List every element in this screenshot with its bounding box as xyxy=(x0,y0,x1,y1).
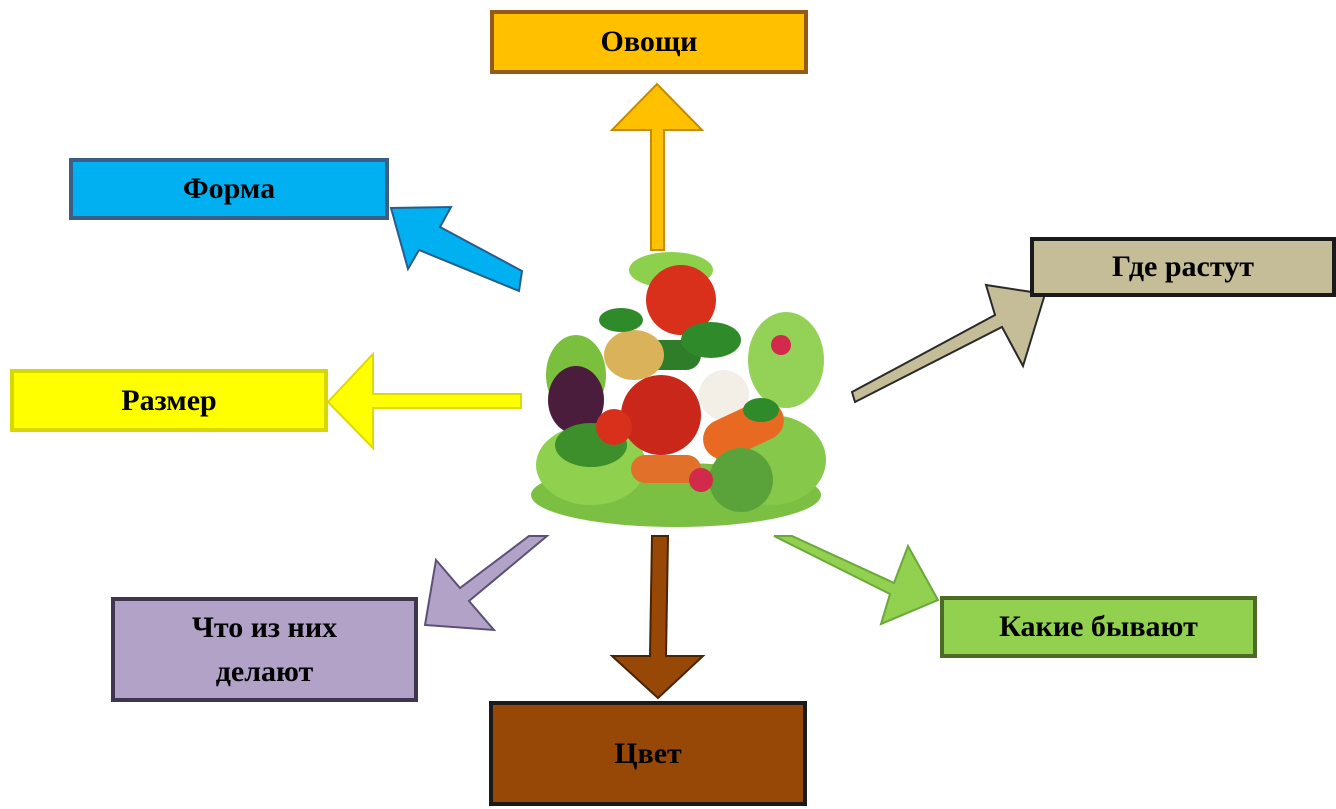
node-vegetables: Овощи xyxy=(490,10,808,74)
node-what-is-made: Что из них делают xyxy=(111,597,418,702)
node-where-they-grow: Где растут xyxy=(1030,237,1336,297)
node-kinds: Какие бывают xyxy=(940,596,1257,658)
node-color: Цвет xyxy=(489,701,807,806)
vegetable-pile-image xyxy=(531,252,826,527)
arrow-to-where xyxy=(850,283,1047,404)
arrow-to-shape xyxy=(389,205,524,293)
arrow-to-size xyxy=(326,351,522,451)
arrow-to-color xyxy=(609,535,706,700)
arrow-to-made xyxy=(423,535,550,632)
node-shape: Форма xyxy=(69,158,389,220)
node-size: Размер xyxy=(10,369,328,432)
node-what-is-made-label: Что из них делают xyxy=(191,611,338,688)
arrow-to-kinds xyxy=(773,535,940,626)
arrow-to-vegetables xyxy=(609,82,705,251)
